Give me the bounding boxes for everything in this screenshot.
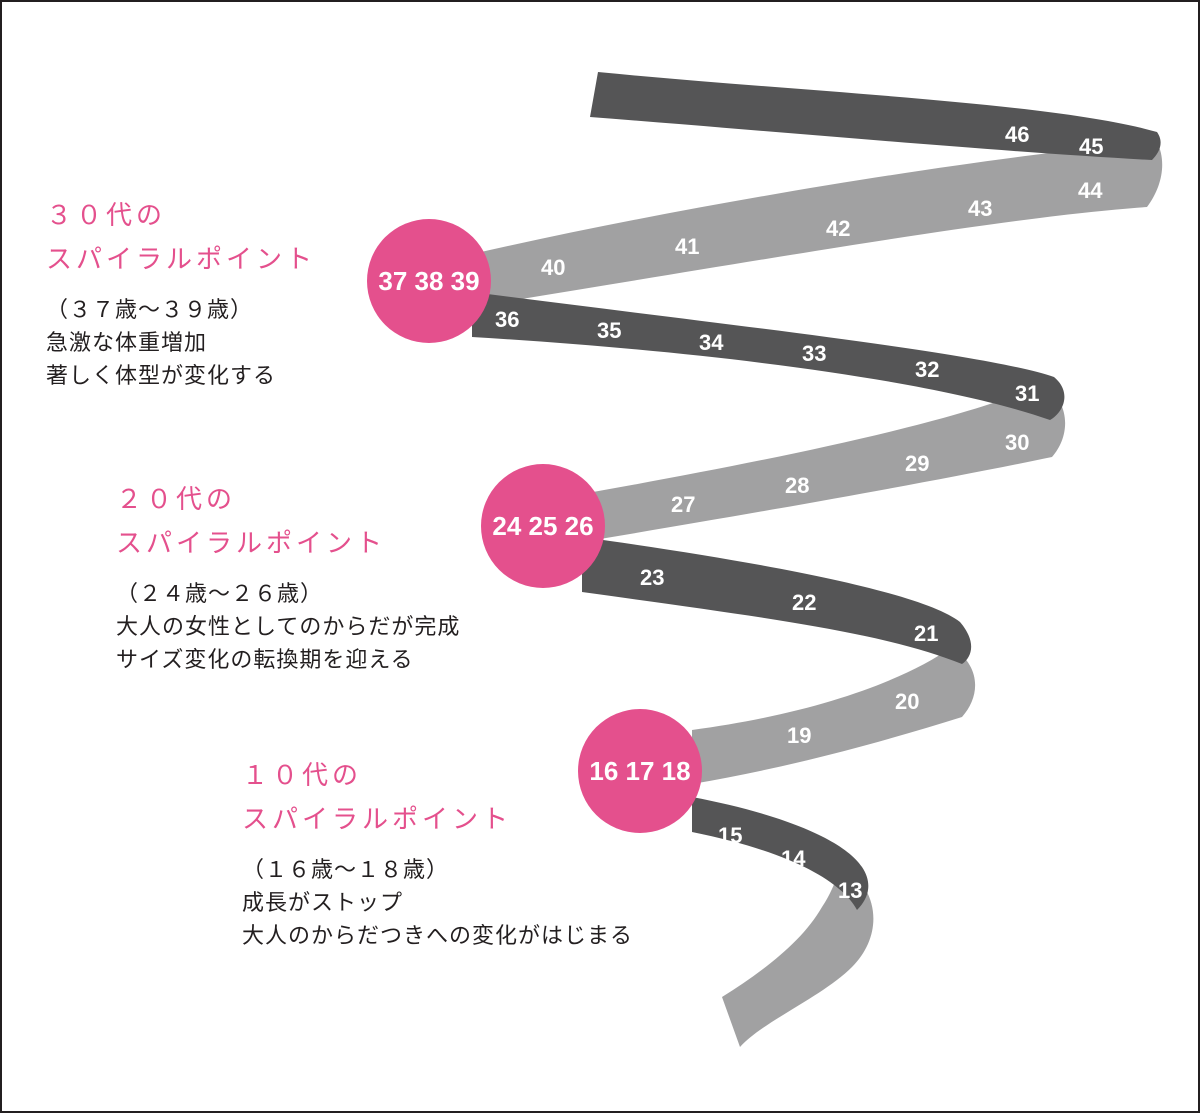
block-age-range: （１６歳～１８歳） [242, 858, 450, 883]
age-36: 36 [495, 307, 519, 332]
block-description-1: 成長がストップ [242, 891, 404, 916]
age-42: 42 [826, 216, 850, 241]
age-14: 14 [781, 846, 806, 871]
block-description-2: 大人のからだつきへの変化がはじまる [242, 924, 634, 949]
age-19: 19 [787, 723, 811, 748]
block-description-1: 急激な体重増加 [46, 331, 208, 356]
age-22: 22 [792, 590, 816, 615]
block-heading-title: スパイラルポイント [116, 529, 387, 559]
age-40: 40 [541, 255, 565, 280]
age-34: 34 [699, 330, 724, 355]
block-heading-decade: ３０代の [46, 201, 167, 231]
spiral-point-20s-label: 24 25 26 [492, 511, 593, 541]
block-age-range: （３７歳～３９歳） [46, 298, 254, 323]
block-description-2: サイズ変化の転換期を迎える [116, 648, 414, 673]
age-41: 41 [675, 234, 699, 259]
age-31: 31 [1015, 381, 1039, 406]
age-44: 44 [1078, 178, 1103, 203]
age-15: 15 [718, 823, 742, 848]
spiral-point-30s: 37 38 39 [367, 219, 491, 343]
info-block-20s: ２０代の スパイラルポイント （２４歳～２６歳） 大人の女性としてのからだが完成… [116, 478, 460, 677]
info-block-10s: １０代の スパイラルポイント （１６歳～１８歳） 成長がストップ 大人のからだつ… [242, 754, 633, 953]
age-35: 35 [597, 318, 621, 343]
age-32: 32 [915, 357, 939, 382]
band-dark-top [590, 72, 1161, 160]
block-description-2: 著しく体型が変化する [46, 364, 277, 389]
band-dark-20s [582, 537, 972, 664]
spiral-point-10s: 16 17 18 [578, 709, 702, 833]
age-46: 46 [1005, 122, 1029, 147]
block-heading-decade: ２０代の [116, 485, 237, 515]
age-28: 28 [785, 473, 809, 498]
spiral-point-20s: 24 25 26 [481, 464, 605, 588]
age-21: 21 [914, 621, 938, 646]
block-age-range: （２４歳～２６歳） [116, 582, 324, 607]
info-block-30s: ３０代の スパイラルポイント （３７歳～３９歳） 急激な体重増加 著しく体型が変… [46, 194, 316, 393]
spiral-point-20s-circle [481, 464, 605, 588]
age-30: 30 [1005, 430, 1029, 455]
age-13: 13 [838, 878, 862, 903]
spiral-point-30s-circle [367, 219, 491, 343]
spiral-point-30s-label: 37 38 39 [378, 266, 479, 296]
block-description-1: 大人の女性としてのからだが完成 [116, 615, 461, 640]
band-dark-30s [472, 292, 1065, 420]
block-heading-decade: １０代の [242, 761, 363, 791]
band-light-tail [722, 864, 874, 1047]
band-dark-10s [692, 797, 869, 910]
age-20: 20 [895, 689, 919, 714]
age-27: 27 [671, 492, 695, 517]
band-light-40s [472, 142, 1163, 307]
age-29: 29 [905, 451, 929, 476]
age-33: 33 [802, 341, 826, 366]
spiral-point-10s-circle [578, 709, 702, 833]
block-heading-title: スパイラルポイント [242, 805, 513, 835]
age-45: 45 [1079, 134, 1103, 159]
age-43: 43 [968, 196, 992, 221]
block-heading-title: スパイラルポイント [46, 245, 317, 275]
band-light-10s [692, 647, 976, 784]
spiral-point-10s-label: 16 17 18 [589, 756, 690, 786]
band-light-20s [582, 384, 1066, 542]
age-23: 23 [640, 565, 664, 590]
